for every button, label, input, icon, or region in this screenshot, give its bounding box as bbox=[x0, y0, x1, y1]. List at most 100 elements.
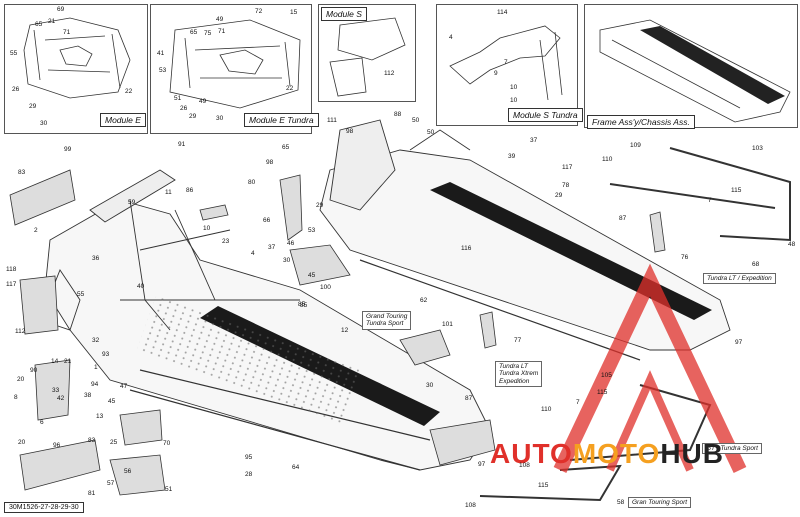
callout-label: 55 bbox=[10, 50, 18, 57]
callout-label: 101 bbox=[442, 321, 453, 328]
callout-label: 56 bbox=[124, 468, 132, 475]
inset-module-e bbox=[4, 4, 148, 134]
callout-label: 36 bbox=[92, 255, 100, 262]
callout-label: 6 bbox=[40, 419, 44, 426]
callout-label: 53 bbox=[159, 67, 167, 74]
callout-label: 1 bbox=[94, 364, 98, 371]
callout-label: 41 bbox=[157, 50, 165, 57]
callout-label: 97 bbox=[478, 461, 486, 468]
callout-label: 7 bbox=[708, 197, 712, 204]
inset-module-e-tundra bbox=[150, 4, 312, 134]
callout-label: 48 bbox=[788, 241, 796, 248]
callout-label: 30 bbox=[283, 257, 291, 264]
diagram-code: 30M1526-27-28-29-30 bbox=[4, 502, 84, 513]
inset-ref-frame-assy: 103 bbox=[752, 145, 763, 152]
callout-label: 75 bbox=[204, 30, 212, 37]
callout-label: 108 bbox=[465, 502, 476, 509]
callout-label: 117 bbox=[562, 164, 573, 171]
callout-label: 46 bbox=[287, 240, 295, 247]
callout-label: 51 bbox=[165, 486, 173, 493]
watermark-brand-left: AUTO bbox=[490, 438, 573, 469]
callout-label: 29 bbox=[555, 192, 563, 199]
watermark-brand: AUTOMOTOHUB bbox=[490, 438, 724, 470]
callout-label: 30 bbox=[40, 120, 48, 127]
callout-label: 45 bbox=[108, 398, 116, 405]
callout-label: 2 bbox=[34, 227, 38, 234]
callout-label: 21 bbox=[48, 18, 56, 25]
callout-label: 26 bbox=[12, 86, 20, 93]
callout-label: 57 bbox=[107, 480, 115, 487]
callout-label: 9 bbox=[494, 70, 498, 77]
callout-label: 69 bbox=[57, 6, 65, 13]
callout-label: 72 bbox=[255, 8, 263, 15]
callout-label: 42 bbox=[57, 395, 65, 402]
callout-label: 45 bbox=[308, 272, 316, 279]
callout-label: 77 bbox=[514, 337, 522, 344]
callout-label: 10 bbox=[203, 225, 211, 232]
callout-label: 70 bbox=[163, 440, 171, 447]
callout-label: 38 bbox=[84, 392, 92, 399]
callout-label: 33 bbox=[52, 387, 60, 394]
callout-label: 78 bbox=[562, 182, 570, 189]
inset-ref-module-s: 111 bbox=[327, 117, 337, 124]
callout-label: 109 bbox=[630, 142, 641, 149]
callout-label: 112 bbox=[384, 70, 395, 77]
callout-label: 86 bbox=[186, 187, 194, 194]
callout-label: 114 bbox=[497, 9, 508, 16]
callout-label: 10 bbox=[510, 84, 518, 91]
callout-label: 26 bbox=[180, 105, 188, 112]
callout-label: 22 bbox=[286, 85, 294, 92]
callout-label: 96 bbox=[53, 442, 61, 449]
callout-label: 37 bbox=[268, 244, 276, 251]
callout-label: 118 bbox=[6, 266, 17, 273]
inset-frame-assy bbox=[584, 4, 798, 128]
callout-label: 29 bbox=[189, 113, 197, 120]
callout-label: 50 bbox=[427, 129, 435, 136]
callout-label: 39 bbox=[508, 153, 516, 160]
callout-label: 22 bbox=[125, 88, 133, 95]
callout-label: 65 bbox=[282, 144, 290, 151]
callout-label: 93 bbox=[102, 351, 110, 358]
callout-label: 53 bbox=[308, 227, 316, 234]
callout-label: 25 bbox=[110, 439, 118, 446]
callout-label: 37 bbox=[530, 137, 538, 144]
callout-label: 20 bbox=[17, 376, 25, 383]
callout-label: 87 bbox=[619, 215, 627, 222]
watermark-brand-right: HUB bbox=[660, 438, 724, 469]
inset-title-frame-assy: Frame Ass'y/Chassis Ass. bbox=[587, 115, 695, 129]
callout-label: 47 bbox=[120, 383, 128, 390]
callout-label: 21 bbox=[64, 358, 72, 365]
callout-label: 13 bbox=[96, 413, 104, 420]
callout-label: 28 bbox=[245, 471, 253, 478]
callout-label: 80 bbox=[248, 179, 256, 186]
callout-label: 64 bbox=[292, 464, 300, 471]
callout-label: 62 bbox=[420, 297, 428, 304]
callout-label: 30 bbox=[426, 382, 434, 389]
variant-label-tundra-sport: GT / Tundra Sport bbox=[702, 443, 762, 455]
callout-label: 29 bbox=[29, 103, 37, 110]
callout-label: 90 bbox=[30, 367, 38, 374]
variant-label-tundra-lt: Tundra LT Tundra Xtrem Expedition bbox=[495, 361, 543, 388]
callout-label: 15 bbox=[290, 9, 298, 16]
callout-label: 23 bbox=[222, 238, 230, 245]
callout-label: 116 bbox=[461, 245, 472, 252]
callout-label: 20 bbox=[18, 439, 26, 446]
callout-label: 4 bbox=[449, 34, 453, 41]
watermark-brand-mid: MOTO bbox=[572, 438, 661, 469]
callout-label: 68 bbox=[752, 261, 760, 268]
callout-label: 94 bbox=[91, 381, 99, 388]
inset-ref-module-e-tundra: 91 bbox=[178, 141, 186, 148]
callout-label: 115 bbox=[538, 482, 549, 489]
callout-label: 98 bbox=[266, 159, 274, 166]
inset-title-module-s-tundra: Module S Tundra bbox=[508, 108, 583, 122]
callout-label: 117 bbox=[6, 281, 17, 288]
callout-label: 59 bbox=[128, 199, 136, 206]
callout-label: 87 bbox=[465, 395, 473, 402]
callout-label: 81 bbox=[88, 490, 96, 497]
callout-label: 100 bbox=[320, 284, 331, 291]
callout-label: 88 bbox=[394, 111, 402, 118]
callout-label: 112 bbox=[15, 328, 26, 335]
inset-ref-module-e: 99 bbox=[64, 146, 72, 153]
